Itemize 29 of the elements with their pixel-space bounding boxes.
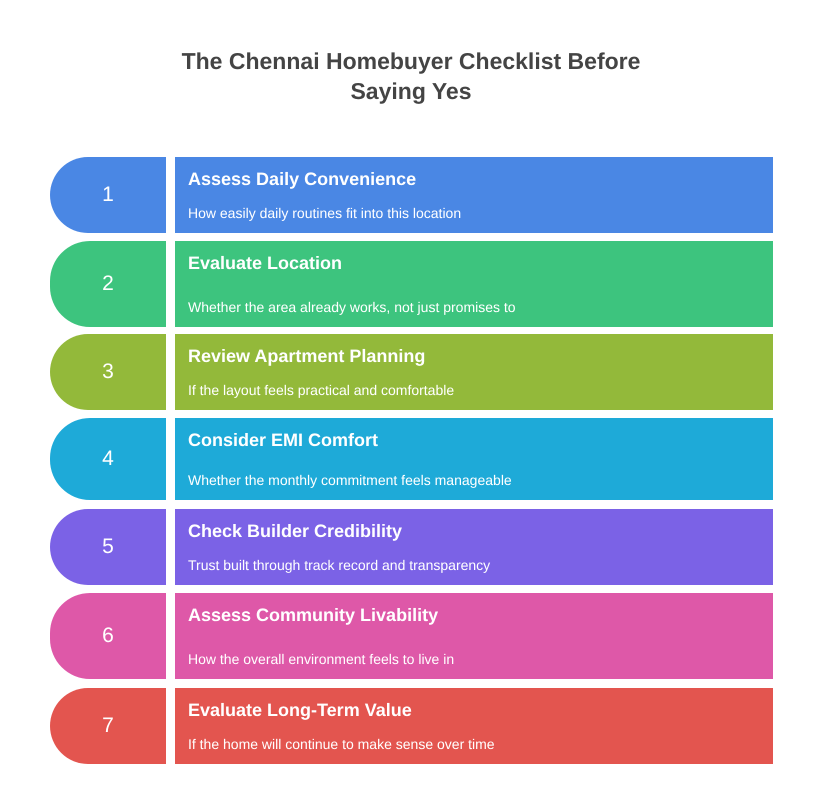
step-card (175, 334, 773, 410)
step-card (175, 688, 773, 764)
step-heading: Consider EMI Comfort (188, 430, 378, 451)
step-heading: Assess Daily Convenience (188, 169, 416, 190)
step-heading: Assess Community Livability (188, 605, 438, 626)
step-description: If the layout feels practical and comfortable (188, 382, 454, 398)
step-card (175, 241, 773, 327)
title: The Chennai Homebuyer Checklist Before Saying Yes (180, 47, 642, 106)
number-tab: 7 (50, 688, 166, 764)
number-tab: 2 (50, 241, 166, 327)
number-tab: 5 (50, 509, 166, 585)
step-heading: Evaluate Location (188, 253, 342, 274)
step-description: How easily daily routines fit into this location (188, 205, 462, 221)
step-description: If the home will continue to make sense over time (188, 736, 495, 752)
step-card (175, 418, 773, 500)
step-description: Trust built through track record and transparency (188, 557, 490, 573)
number-tab: 4 (50, 418, 166, 500)
step-description: How the overall environment feels to live in (188, 651, 454, 667)
step-description: Whether the monthly commitment feels manageable (188, 472, 512, 488)
step-card (175, 509, 773, 585)
step-card (175, 593, 773, 679)
number-tab: 6 (50, 593, 166, 679)
step-heading: Check Builder Credibility (188, 521, 402, 542)
step-description: Whether the area already works, not just promises to (188, 299, 516, 315)
step-heading: Review Apartment Planning (188, 346, 426, 367)
number-tab: 3 (50, 334, 166, 410)
step-card (175, 157, 773, 233)
step-heading: Evaluate Long-Term Value (188, 700, 412, 721)
number-tab: 1 (50, 157, 166, 233)
